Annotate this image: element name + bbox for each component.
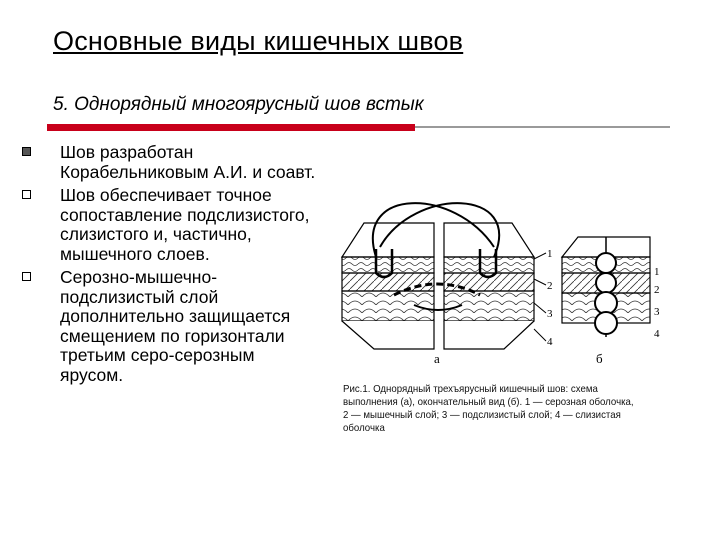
suture-diagram: 1 2 3 4 1 2 3 4 а б [340,202,660,366]
layer-label: 3 [547,308,553,320]
diagram-b [560,236,651,337]
layer-label: 3 [654,306,660,318]
square-bullet-icon [22,147,31,156]
layer-label: 1 [654,266,660,278]
layer-labels-b: 1 2 3 4 [654,266,660,340]
bullet-text: Шов обеспечивает точное сопоставление по… [60,185,310,264]
figure-label-b: б [596,351,603,366]
bullet-item: Шов обеспечивает точное сопоставление по… [22,185,322,264]
layer-label: 1 [547,248,553,260]
accent-bar [47,124,415,131]
layer-label: 2 [547,280,553,292]
slide-subtitle: 5. Однорядный многоярусный шов встык [53,94,424,115]
bullet-text: Серозно-мышечно-подслизистый слой дополн… [60,267,291,385]
layer-label: 4 [654,328,660,340]
bullet-list: Шов разработан Корабельниковым А.И. и со… [22,142,322,389]
square-bullet-icon [22,272,31,281]
layer-labels-a: 1 2 3 4 [533,248,553,348]
figure-caption: Рис.1. Однорядный трехъярусный кишечный … [343,383,634,434]
bullet-item: Серозно-мышечно-подслизистый слой дополн… [22,267,322,385]
diagram-a [340,202,536,350]
slide-title: Основные виды кишечных швов [53,26,464,56]
bullet-text: Шов разработан Корабельниковым А.И. и со… [60,142,316,182]
bullet-item: Шов разработан Корабельниковым А.И. и со… [22,142,322,182]
figure-label-a: а [434,351,440,366]
square-bullet-icon [22,190,31,199]
layer-label: 2 [654,284,660,296]
suture-figure: 1 2 3 4 1 2 3 4 а б Рис.1. Однорядный тр… [334,177,666,451]
layer-label: 4 [547,336,553,348]
